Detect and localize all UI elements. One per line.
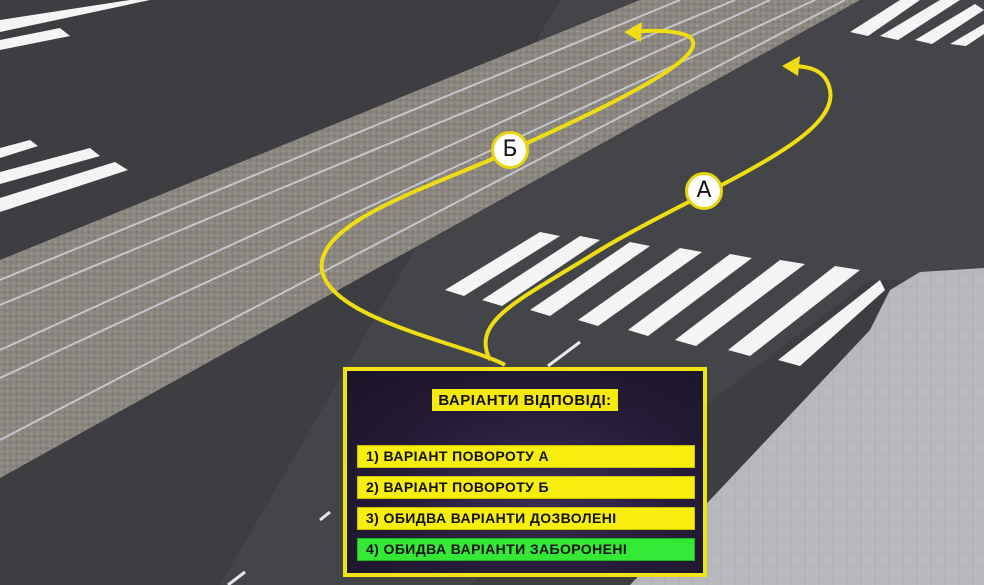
- tram-track-bed: [0, 0, 860, 478]
- answer-option-4[interactable]: 4) ОБИДВА ВАРІАНТИ ЗАБОРОНЕНІ: [357, 538, 695, 561]
- answer-options: 1) ВАРІАНТ ПОВОРОТУ А 2) ВАРІАНТ ПОВОРОТ…: [357, 445, 695, 569]
- crosswalk-top-right: [850, 0, 984, 46]
- lane-markings: [227, 340, 581, 585]
- route-b-marker: Б: [491, 131, 529, 169]
- answer-option-3[interactable]: 3) ОБИДВА ВАРІАНТИ ДОЗВОЛЕНІ: [357, 507, 695, 530]
- route-a-arrowhead: [782, 56, 800, 76]
- answer-option-1[interactable]: 1) ВАРІАНТ ПОВОРОТУ А: [357, 445, 695, 468]
- crosswalk-top-left: [0, 0, 150, 50]
- crosswalk-left: [0, 140, 128, 212]
- route-b-arrowhead: [624, 22, 642, 42]
- sidewalk: [630, 268, 984, 585]
- crosswalk-main: [445, 232, 885, 366]
- answer-panel: ВАРІАНТИ ВІДПОВІДІ: 1) ВАРІАНТ ПОВОРОТУ …: [343, 367, 707, 577]
- answer-title-text: ВАРІАНТИ ВІДПОВІДІ:: [432, 389, 618, 411]
- route-b-path: [319, 28, 696, 367]
- answer-panel-title: ВАРІАНТИ ВІДПОВІДІ:: [347, 389, 703, 411]
- route-a-marker: А: [685, 172, 723, 210]
- answer-option-2[interactable]: 2) ВАРІАНТ ПОВОРОТУ Б: [357, 476, 695, 499]
